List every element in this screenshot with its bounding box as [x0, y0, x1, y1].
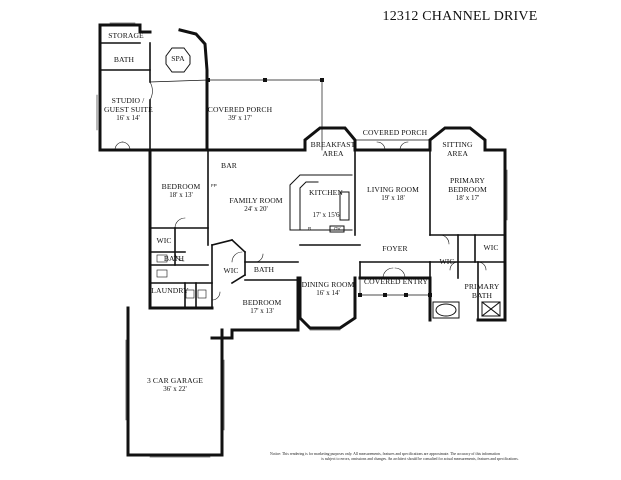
spa-label: SPA: [171, 54, 185, 63]
wic-4-label: WIC: [483, 243, 499, 252]
disclaimer-notice: Notice: This rendering is for marketing …: [270, 452, 519, 461]
family-room-label: FAMILY ROOM 24' x 20': [229, 196, 283, 213]
storage-label: STORAGE: [108, 31, 144, 40]
bath-3-label: BATH: [253, 265, 275, 274]
kitchen-island: [289, 174, 353, 233]
dining-room-label: DINING ROOM 16' x 14': [301, 280, 355, 297]
bedroom-2-label: BEDROOM 17' x 13': [242, 298, 282, 315]
bath-top-label: BATH: [113, 55, 135, 64]
primary-bath-fixtures: [432, 301, 501, 319]
kitchen-dims-label: 17' x 15'6: [312, 211, 340, 219]
bar-label: BAR: [221, 161, 237, 170]
refrigerator-tag: R: [308, 226, 312, 231]
sitting-label: SITTING AREA: [442, 140, 473, 158]
studio-label: STUDIO / GUEST SUITE 16' x 14': [104, 96, 153, 122]
garage-label: 3 CAR GARAGE 36' x 22': [146, 376, 204, 393]
covered-entry-label: COVERED ENTRY: [364, 277, 428, 286]
foyer-label: FOYER: [382, 244, 408, 253]
wic-3-label: WIC: [439, 257, 455, 266]
porch-posts: [206, 78, 432, 297]
primary-bath-label: PRIMARY BATH: [464, 282, 500, 300]
plan-title: 12312 CHANNEL DRIVE: [382, 9, 538, 24]
living-room-label: LIVING ROOM 19' x 18': [367, 185, 419, 202]
covered-porch-2-label: COVERED PORCH: [362, 128, 428, 137]
porch-outline: [149, 79, 431, 296]
covered-porch-label: COVERED PORCH 39' x 17': [207, 105, 273, 122]
kitchen-label: KITCHEN: [308, 188, 344, 197]
windows: [96, 22, 508, 458]
wic-1-label: WIC: [156, 236, 172, 245]
bedroom-1-label: BEDROOM 18' x 13': [161, 182, 201, 199]
laundry-fixtures: [156, 254, 207, 299]
oven-tag: OV: [334, 226, 341, 231]
wic-2-label: WIC: [223, 266, 239, 275]
fireplace-tag: FP: [211, 183, 217, 188]
interior-walls: [99, 42, 506, 321]
door-swings: [114, 81, 487, 301]
primary-bedroom-label: PRIMARY BEDROOM 18' x 17': [448, 176, 487, 202]
laundry-label: LAUNDRY: [151, 286, 189, 295]
bath-2-label: BATH: [163, 254, 185, 263]
breakfast-label: BREAKFAST AREA: [310, 140, 356, 158]
spa-tub: [165, 47, 191, 73]
